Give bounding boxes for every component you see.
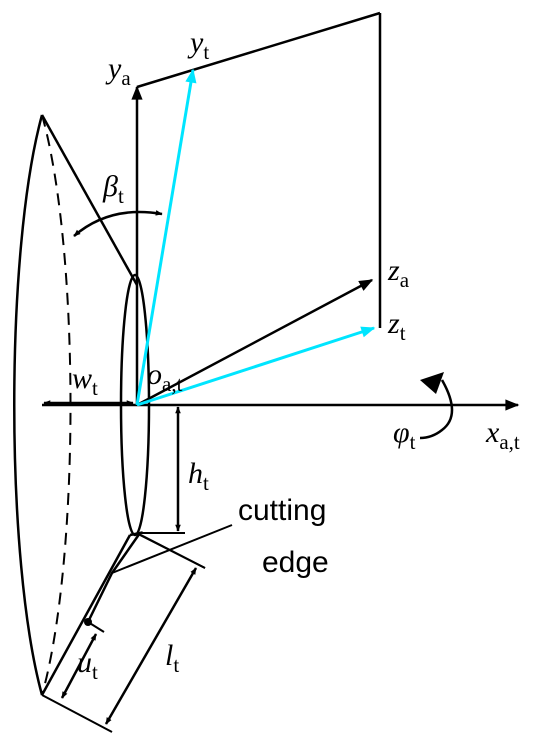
label-zt: zt — [387, 307, 406, 345]
phi-rotation-arrowhead — [420, 372, 444, 394]
cutting-edge-line — [86, 531, 143, 623]
lt-ext-bottom — [41, 694, 113, 733]
label-lt: lt — [165, 639, 179, 677]
label-cutting: cutting — [238, 494, 326, 527]
plane-top-edge — [136, 11, 381, 89]
ut-dimension — [60, 633, 98, 699]
label-ya: ya — [105, 52, 131, 90]
lt-ext-top — [139, 534, 206, 569]
ut-ext — [87, 621, 105, 633]
label-ht: ht — [188, 457, 209, 495]
zt-axis — [136, 326, 376, 407]
label-wt: wt — [72, 362, 98, 400]
cone-bottom-line — [40, 534, 132, 696]
label-ut: ut — [77, 646, 98, 684]
cone-top-line — [40, 114, 139, 286]
cutting-edge-leader-2 — [111, 524, 233, 574]
za-axis — [136, 278, 374, 407]
label-origin: oa,t — [147, 358, 183, 396]
lt-dimension — [104, 567, 198, 725]
label-beta: βt — [102, 170, 124, 208]
beta-arc — [73, 210, 163, 237]
label-za: za — [387, 254, 410, 292]
label-edge: edge — [262, 546, 329, 579]
label-phi: φt — [393, 416, 416, 454]
cone-base-back-dashed — [41, 114, 72, 696]
label-xat: xa,t — [485, 416, 520, 454]
label-yt: yt — [187, 26, 209, 64]
cone-base-front — [13, 114, 44, 696]
yt-axis — [135, 68, 197, 406]
phi-rotation-arc — [419, 379, 454, 440]
